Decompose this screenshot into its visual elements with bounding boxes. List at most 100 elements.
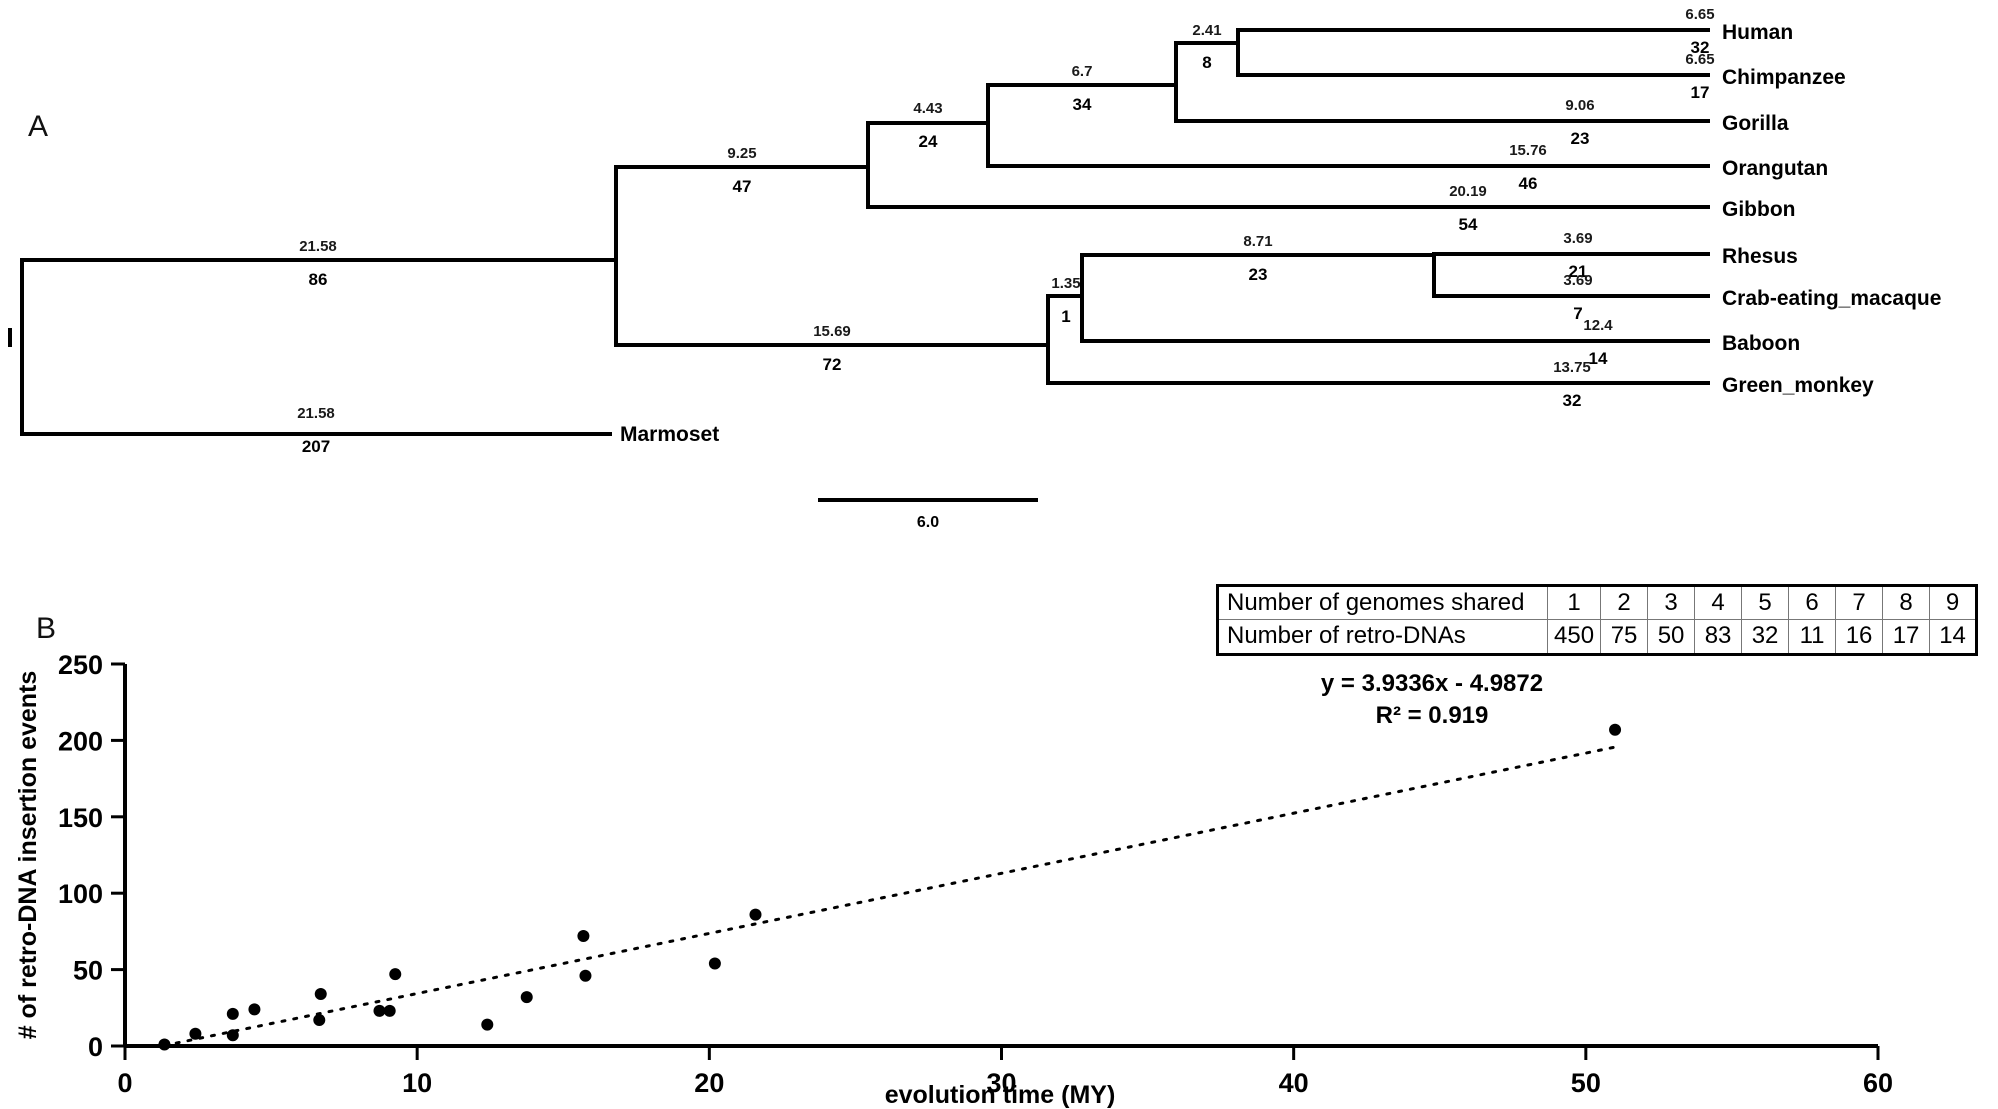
y-tick-label: 250 xyxy=(58,650,103,680)
table-cell: 75 xyxy=(1600,619,1649,656)
branch-len-baboon: 12.4 xyxy=(1583,317,1613,334)
branch-cnt-baboon: 14 xyxy=(1589,349,1608,368)
data-point xyxy=(189,1027,202,1040)
branch-len-ape: 9.25 xyxy=(727,145,756,162)
x-tick-label: 0 xyxy=(117,1068,132,1098)
y-tick-label: 200 xyxy=(58,726,103,756)
table-row: Number of retro-DNAs 450 75 50 83 32 11 … xyxy=(1216,619,1979,656)
data-point xyxy=(1609,723,1622,736)
branch-len-gorilla: 9.06 xyxy=(1565,97,1594,114)
tip-label-baboon: Baboon xyxy=(1722,332,1800,355)
trendline-equation: y = 3.9336x - 4.9872 xyxy=(1321,670,1543,697)
branch-len-hominid: 4.43 xyxy=(913,100,942,117)
table-cell: 2 xyxy=(1600,583,1649,621)
branch-len-papionini: 8.71 xyxy=(1243,233,1272,250)
branch-cnt-human: 32 xyxy=(1691,38,1710,57)
panel-b-letter: B xyxy=(36,612,57,645)
branch-cnt-marmoset: 207 xyxy=(302,437,330,456)
data-point xyxy=(373,1004,386,1017)
branch-cnt-hominid: 24 xyxy=(919,132,938,151)
branch-len-crab-eating-macaque: 3.69 xyxy=(1563,272,1592,289)
tip-label-rhesus: Rhesus xyxy=(1722,245,1798,268)
x-tick-group: 0 10 20 30 40 50 60 xyxy=(117,1046,1893,1098)
tip-label-human: Human xyxy=(1722,21,1793,44)
y-axis-title: # of retro-DNA insertion events xyxy=(14,671,42,1040)
branch-cnt-papionini: 23 xyxy=(1249,265,1268,284)
trendline xyxy=(162,745,1617,1048)
data-point xyxy=(749,908,762,921)
table-cell: 17 xyxy=(1882,619,1931,656)
table-cell: 14 xyxy=(1929,619,1979,656)
tip-label-orangutan: Orangutan xyxy=(1722,157,1828,180)
table-cell: 4 xyxy=(1694,583,1743,621)
x-tick-label: 40 xyxy=(1279,1068,1309,1098)
branch-len-marmoset: 21.58 xyxy=(297,405,335,422)
branch-len-human-chimp: 2.41 xyxy=(1192,22,1221,39)
branch-len-orangutan: 15.76 xyxy=(1509,142,1547,159)
branch-len-gibbon: 20.19 xyxy=(1449,183,1487,200)
table-cell: 11 xyxy=(1788,619,1837,656)
y-tick-label: 50 xyxy=(73,956,103,986)
data-point xyxy=(314,988,327,1001)
chart-axes xyxy=(123,664,1878,1048)
table-cell: 32 xyxy=(1741,619,1790,656)
r-squared-label: R² = 0.919 xyxy=(1376,702,1489,729)
branch-len-owm: 15.69 xyxy=(813,323,851,340)
scale-bar-label: 6.0 xyxy=(917,514,939,531)
table-cell: 8 xyxy=(1882,583,1931,621)
data-point xyxy=(579,969,592,982)
data-point xyxy=(708,957,721,970)
panel-a-letter: A xyxy=(28,110,49,143)
data-point xyxy=(248,1003,261,1016)
table-cell: 1 xyxy=(1546,583,1602,621)
branch-cnt-green-monkey: 32 xyxy=(1563,391,1582,410)
data-point xyxy=(226,1029,239,1042)
branch-cnt-catarrhine: 86 xyxy=(309,270,328,289)
branch-cnt-orangutan: 46 xyxy=(1519,174,1538,193)
branch-cnt-gorilla: 23 xyxy=(1571,129,1590,148)
branch-cnt-gibbon: 54 xyxy=(1459,215,1478,234)
branch-cnt-ape: 47 xyxy=(733,177,752,196)
data-point xyxy=(226,1007,239,1020)
branch-len-macaque-clade: 1.35 xyxy=(1051,275,1080,292)
tip-label-crab-eating-macaque: Crab-eating_macaque xyxy=(1722,287,1941,310)
table-cell: 450 xyxy=(1546,619,1602,656)
x-tick-label: 20 xyxy=(694,1068,724,1098)
branch-len-rhesus: 3.69 xyxy=(1563,230,1592,247)
x-tick-label: 10 xyxy=(402,1068,432,1098)
branch-cnt-owm: 72 xyxy=(823,355,842,374)
x-tick-label: 50 xyxy=(1571,1068,1601,1098)
branch-len-great-ape: 6.7 xyxy=(1072,63,1093,80)
retro-dna-summary-table: Number of genomes shared 1 2 3 4 5 6 7 8… xyxy=(1216,583,1979,656)
branch-cnt-human-chimp: 8 xyxy=(1202,53,1211,72)
branch-len-human: 6.65 xyxy=(1685,6,1714,23)
x-tick-label: 60 xyxy=(1863,1068,1893,1098)
table-row: Number of genomes shared 1 2 3 4 5 6 7 8… xyxy=(1216,583,1979,621)
data-point xyxy=(389,968,402,981)
branch-cnt-chimpanzee: 17 xyxy=(1691,83,1710,102)
data-point xyxy=(520,991,533,1004)
branch-len-catarrhine: 21.58 xyxy=(299,238,337,255)
branch-len-green-monkey: 13.75 xyxy=(1553,359,1591,376)
y-tick-label: 100 xyxy=(58,879,103,909)
data-point xyxy=(383,1004,396,1017)
table-cell: 3 xyxy=(1647,583,1696,621)
branch-cnt-rhesus: 21 xyxy=(1569,262,1588,281)
table-cell: 16 xyxy=(1835,619,1884,656)
tip-label-green-monkey: Green_monkey xyxy=(1722,374,1874,397)
table-cell: 5 xyxy=(1741,583,1790,621)
scatter-chart: 0 50 100 150 200 250 0 10 20 30 40 50 60 y = 3.9336… xyxy=(14,650,1893,1109)
data-point xyxy=(481,1018,494,1031)
y-tick-group: 0 50 100 150 200 250 xyxy=(58,650,125,1062)
table-cell: 83 xyxy=(1694,619,1743,656)
x-axis-title: evolution time (MY) xyxy=(885,1081,1116,1109)
data-point xyxy=(313,1014,326,1027)
x-tick-label: 30 xyxy=(986,1068,1016,1098)
branch-len-chimpanzee: 6.65 xyxy=(1685,51,1714,68)
tip-label-gibbon: Gibbon xyxy=(1722,198,1795,221)
y-tick-label: 150 xyxy=(58,803,103,833)
y-tick-label: 0 xyxy=(88,1032,103,1062)
branch-cnt-macaque-clade: 1 xyxy=(1061,307,1070,326)
phylogenetic-tree: 21.58 86 21.58 207 Marmoset 9.25 47 4.43… xyxy=(8,6,1941,531)
